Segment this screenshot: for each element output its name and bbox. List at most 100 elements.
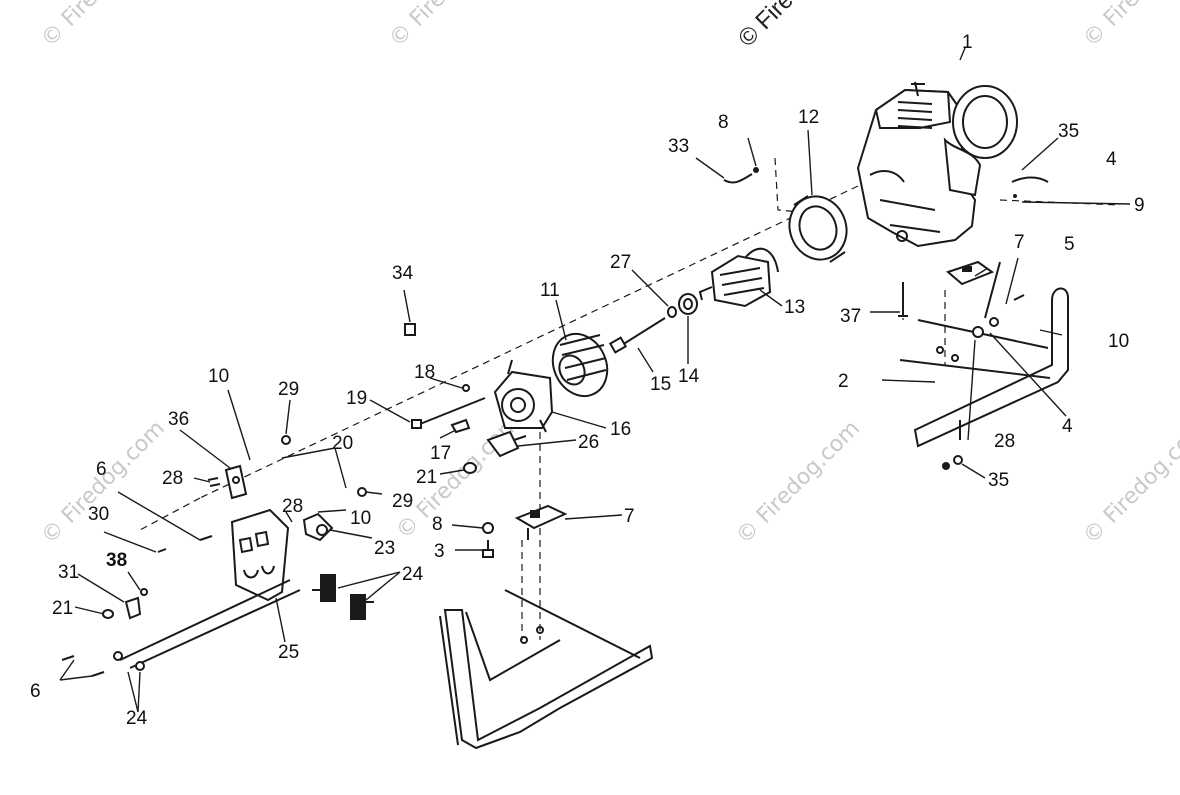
callout-1: 1 bbox=[962, 32, 973, 53]
cord-screw-upper bbox=[61, 655, 75, 661]
end-bracket bbox=[493, 359, 554, 433]
wire-lead bbox=[723, 173, 753, 184]
watermark-top-right: © Firedog.com bbox=[1079, 0, 1180, 52]
callout-13: 13 bbox=[784, 297, 805, 318]
engine bbox=[856, 81, 1018, 248]
cord-screw-lower bbox=[91, 671, 105, 677]
receptacle bbox=[302, 512, 334, 542]
power-cord bbox=[119, 579, 301, 669]
callout-12: 12 bbox=[798, 107, 819, 128]
callout-10b: 10 bbox=[1108, 331, 1129, 352]
watermark-top-mid: © Firedog.com bbox=[385, 0, 518, 52]
plug-cap bbox=[102, 609, 114, 619]
callout-30: 30 bbox=[88, 504, 109, 525]
washer-mid bbox=[357, 487, 367, 497]
callout-2: 2 bbox=[838, 371, 849, 392]
callout-27: 27 bbox=[610, 252, 631, 273]
callout-3: 3 bbox=[434, 541, 445, 562]
small-screw bbox=[199, 535, 213, 541]
bearing bbox=[678, 293, 698, 315]
vibration-mount bbox=[514, 504, 568, 540]
callout-10c: 10 bbox=[350, 508, 371, 529]
callout-18: 18 bbox=[414, 362, 435, 383]
callout-28c: 28 bbox=[994, 431, 1015, 452]
cable-clamp bbox=[124, 596, 142, 620]
callout-20: 20 bbox=[332, 433, 353, 454]
washer bbox=[667, 306, 677, 318]
callout-37: 37 bbox=[840, 306, 861, 327]
long-bolt bbox=[411, 397, 486, 429]
frame-washer bbox=[972, 326, 984, 338]
frame-nut bbox=[989, 317, 999, 327]
terminal-plate bbox=[224, 464, 248, 500]
watermark-far-right: © Firedog.com bbox=[1079, 416, 1180, 549]
end-cover bbox=[230, 508, 290, 602]
callout-6b: 6 bbox=[30, 681, 41, 702]
frame-bolt bbox=[898, 282, 908, 317]
callout-5: 5 bbox=[1064, 234, 1075, 255]
callout-17: 17 bbox=[430, 443, 451, 464]
mount-screw bbox=[482, 522, 494, 558]
callout-4b: 4 bbox=[1062, 416, 1073, 437]
cord-washer-right bbox=[135, 661, 145, 671]
small-screw-top bbox=[753, 167, 759, 173]
callout-6a: 6 bbox=[96, 459, 107, 480]
callout-21a: 21 bbox=[416, 467, 437, 488]
switch-lower bbox=[350, 594, 374, 620]
watermark-main: © Firedog.com bbox=[733, 0, 864, 52]
callout-8a: 8 bbox=[718, 112, 729, 133]
callout-16: 16 bbox=[610, 419, 631, 440]
callout-25: 25 bbox=[278, 642, 299, 663]
vibration-mount-right bbox=[946, 260, 995, 286]
callout-36: 36 bbox=[168, 409, 189, 430]
upper-frame bbox=[899, 287, 1069, 448]
bracket-clip bbox=[450, 418, 471, 434]
frame-foot-nut bbox=[942, 462, 950, 470]
callout-10a: 10 bbox=[208, 366, 229, 387]
watermark-mid-left: © Firedog.com bbox=[37, 416, 170, 549]
engine-pin bbox=[1013, 194, 1017, 198]
callout-28a: 28 bbox=[162, 468, 183, 489]
clamp-washer bbox=[140, 588, 148, 596]
callout-11: 11 bbox=[540, 280, 560, 301]
callout-23: 23 bbox=[374, 538, 395, 559]
callout-21b: 21 bbox=[52, 598, 73, 619]
callout-7b: 7 bbox=[624, 506, 635, 527]
ground-wire bbox=[984, 261, 1001, 319]
callout-29b: 29 bbox=[392, 491, 413, 512]
frame-screw bbox=[1013, 294, 1025, 301]
watermark-layer: © Firedog.com © Firedog.com © Firedog.co… bbox=[37, 0, 1180, 549]
bushing bbox=[404, 323, 416, 336]
watermark-mid-right: © Firedog.com bbox=[732, 416, 865, 549]
callout-19: 19 bbox=[346, 388, 367, 409]
leader-lines bbox=[59, 47, 1131, 713]
callout-28b: 28 bbox=[282, 496, 303, 517]
callout-24b: 24 bbox=[126, 708, 148, 729]
callout-4a: 4 bbox=[1106, 149, 1117, 170]
stator bbox=[551, 332, 609, 398]
rotor-assembly bbox=[698, 247, 779, 308]
callout-38: 38 bbox=[106, 550, 127, 571]
washer-upper bbox=[281, 435, 291, 445]
callout-8b: 8 bbox=[432, 514, 443, 535]
callout-34: 34 bbox=[392, 263, 414, 284]
tiny-screw bbox=[157, 548, 167, 553]
frame-foot-washer bbox=[953, 455, 963, 465]
callout-14: 14 bbox=[678, 366, 700, 387]
through-bolt bbox=[608, 317, 666, 354]
cooling-fins bbox=[897, 101, 933, 129]
assembly-axis bbox=[139, 157, 1121, 640]
cord-washer-left bbox=[113, 651, 123, 661]
callout-31: 31 bbox=[58, 562, 79, 583]
watermark-top-left: © Firedog.com bbox=[37, 0, 170, 52]
cap bbox=[463, 462, 477, 474]
lower-frame bbox=[439, 589, 654, 750]
callout-26: 26 bbox=[578, 432, 599, 453]
callout-35a: 35 bbox=[1058, 121, 1079, 142]
callout-15: 15 bbox=[650, 374, 671, 395]
small-nut bbox=[462, 384, 470, 392]
mounting-ring bbox=[788, 195, 848, 263]
switch-upper bbox=[312, 574, 336, 602]
callout-33: 33 bbox=[668, 136, 689, 157]
